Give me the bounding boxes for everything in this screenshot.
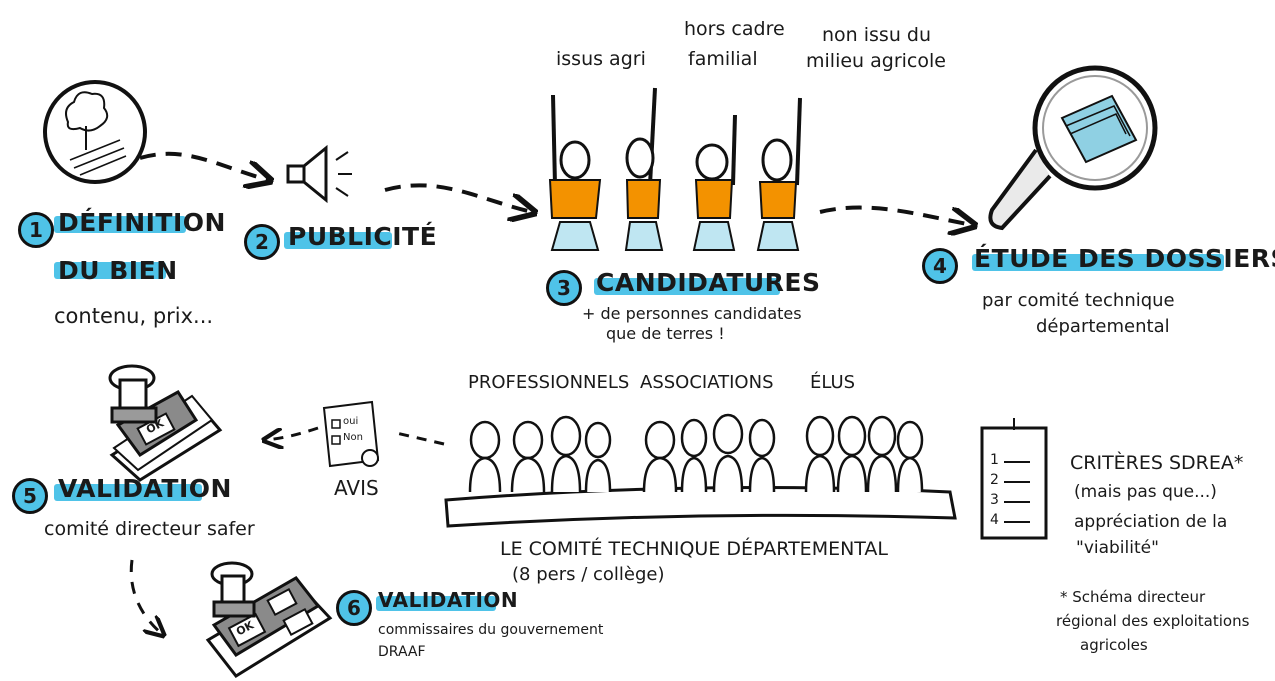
label-non-issu-1: non issu du <box>822 24 932 46</box>
step-6-number: 6 <box>336 590 372 626</box>
candidates-illustration <box>548 87 802 251</box>
candidate-1 <box>548 94 602 251</box>
criteria-item-2: 2 <box>990 472 999 488</box>
magnifier-icon <box>988 65 1158 231</box>
step-1-title-line1: DÉFINITION <box>58 208 226 237</box>
label-hors-cadre-1: hors cadre <box>684 18 785 40</box>
arrow-avis-5 <box>266 426 319 440</box>
step-3-subtitle-2: que de terres ! <box>606 324 725 343</box>
criteria-line4: "viabilité" <box>1076 538 1159 558</box>
committee-members <box>468 413 924 493</box>
criteria-list-icon <box>980 418 1048 540</box>
criteria-item-4: 4 <box>990 512 999 528</box>
step-5-title: VALIDATION <box>58 474 232 503</box>
criteria-line1: CRITÈRES SDREA* <box>1070 452 1244 474</box>
highlight-step1b <box>54 262 166 279</box>
step-4-number: 4 <box>922 248 958 284</box>
step-4-subtitle-1: par comité technique <box>982 290 1175 311</box>
stamp-icon-6 <box>205 561 333 678</box>
step-3-subtitle-1: + de personnes candidates <box>582 304 802 323</box>
highlight-step2 <box>284 232 392 249</box>
group-associations: ASSOCIATIONS <box>640 372 774 393</box>
step-5-subtitle: comité directeur safer <box>44 518 255 540</box>
committee-table <box>444 486 957 528</box>
stamp-icon-5 <box>108 364 223 482</box>
group-professionnels: PROFESSIONNELS <box>468 372 630 393</box>
highlight-step5 <box>54 484 202 501</box>
highlight-step1a <box>54 216 186 233</box>
criteria-line2: (mais pas que...) <box>1074 482 1217 502</box>
highlight-step3 <box>594 278 780 295</box>
criteria-item-3: 3 <box>990 492 999 508</box>
committee-subtitle: (8 pers / collège) <box>512 564 665 585</box>
step-1-subtitle: contenu, prix... <box>54 304 214 328</box>
avis-non: Non <box>343 432 363 443</box>
label-issus-agri: issus agri <box>556 48 646 70</box>
step-4-title: ÉTUDE DES DOSSIERS <box>974 244 1275 273</box>
arrow-2-3 <box>384 183 532 212</box>
label-non-issu-2: milieu agricole <box>806 50 946 72</box>
parcel-circle-icon <box>43 80 147 184</box>
criteria-footnote-1: * Schéma directeur <box>1060 588 1206 606</box>
avis-label: AVIS <box>334 476 379 500</box>
step-1-title-line2: DU BIEN <box>58 256 178 285</box>
step-3-title: CANDIDATURES <box>596 268 821 297</box>
criteria-footnote-3: agricoles <box>1080 636 1148 654</box>
candidate-2 <box>624 87 664 251</box>
arrow-3-4 <box>819 205 972 225</box>
avis-sheet-icon <box>322 400 380 468</box>
candidate-3 <box>692 114 737 251</box>
step-2-title: PUBLICITÉ <box>288 222 438 251</box>
criteria-line3: appréciation de la <box>1074 512 1228 532</box>
avis-oui: oui <box>343 416 359 427</box>
arrow-committee-avis <box>391 430 445 446</box>
criteria-item-1: 1 <box>990 452 999 468</box>
step-6-subtitle-2: DRAAF <box>378 644 426 660</box>
step-2-number: 2 <box>244 224 280 260</box>
megaphone-icon <box>286 144 352 204</box>
label-hors-cadre-2: familial <box>688 48 758 70</box>
step-4-subtitle-2: départemental <box>1036 316 1170 337</box>
candidate-4 <box>756 97 802 251</box>
arrow-1-2 <box>139 151 268 180</box>
step-5-number: 5 <box>12 478 48 514</box>
step-1-number: 1 <box>18 212 54 248</box>
step-6-subtitle-1: commissaires du gouvernement <box>378 622 604 638</box>
committee-title: LE COMITÉ TECHNIQUE DÉPARTEMENTAL <box>500 538 889 560</box>
arrow-5-6 <box>129 559 162 634</box>
highlight-step6 <box>376 596 496 611</box>
step-6-title: VALIDATION <box>378 588 519 612</box>
step-3-number: 3 <box>546 270 582 306</box>
group-elus: ÉLUS <box>810 372 856 393</box>
criteria-footnote-2: régional des exploitations <box>1056 612 1250 630</box>
highlight-step4 <box>972 254 1224 271</box>
